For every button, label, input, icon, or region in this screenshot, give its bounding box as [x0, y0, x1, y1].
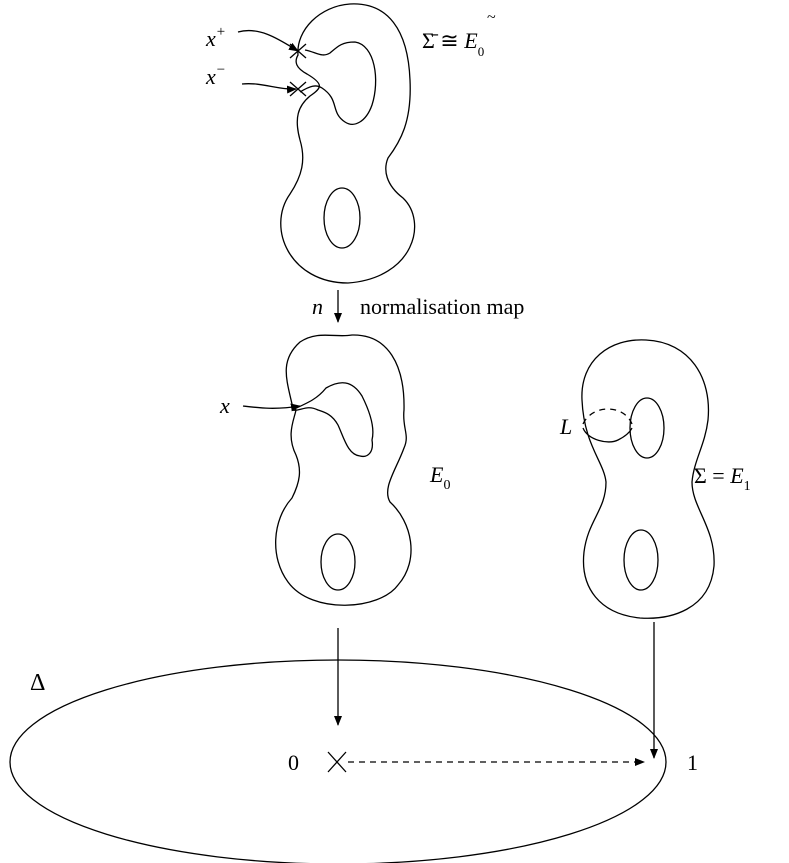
- e0-node-arrow: [242, 403, 301, 412]
- e0-surface: [242, 334, 412, 606]
- point-0-label: 0: [288, 750, 299, 775]
- e1-loop-front: [582, 427, 633, 443]
- top-point-minus-arrow: [241, 83, 297, 94]
- top-point-plus-label: x+: [205, 24, 226, 51]
- disk-label: Δ: [30, 670, 45, 696]
- e1-bottom-hole: [623, 529, 659, 591]
- e0-node-label: x: [219, 393, 230, 418]
- point-0-cross: [327, 751, 347, 773]
- top-surface-outline: [280, 3, 416, 284]
- top-surface-hole: [323, 187, 361, 249]
- top-surface: [237, 3, 416, 284]
- e1-top-hole: [629, 397, 665, 459]
- top-point-plus-arrow: [237, 30, 299, 52]
- e1-label: Σ = E1: [694, 463, 751, 494]
- top-surface-label-tilde: ~: [487, 9, 496, 26]
- e0-hole: [320, 533, 356, 591]
- point-1-label: 1: [687, 750, 698, 775]
- e1-surface: [581, 339, 715, 619]
- e1-outline: [581, 339, 715, 619]
- e0-handle-inner: [291, 382, 374, 458]
- top-surface-label: Σ̄ ≅ E0: [422, 28, 484, 59]
- e0-outline: [275, 334, 412, 606]
- e1-loop-back: [582, 408, 633, 425]
- e0-label: E0: [429, 462, 450, 493]
- top-handle-inner: [299, 41, 377, 125]
- top-cross-minus: [289, 81, 307, 97]
- e1-loop-label: L: [559, 414, 572, 439]
- normalisation-map-symbol: n: [312, 294, 323, 319]
- normalisation-map-text: normalisation map: [360, 294, 524, 319]
- top-point-minus-label: x−: [205, 62, 226, 89]
